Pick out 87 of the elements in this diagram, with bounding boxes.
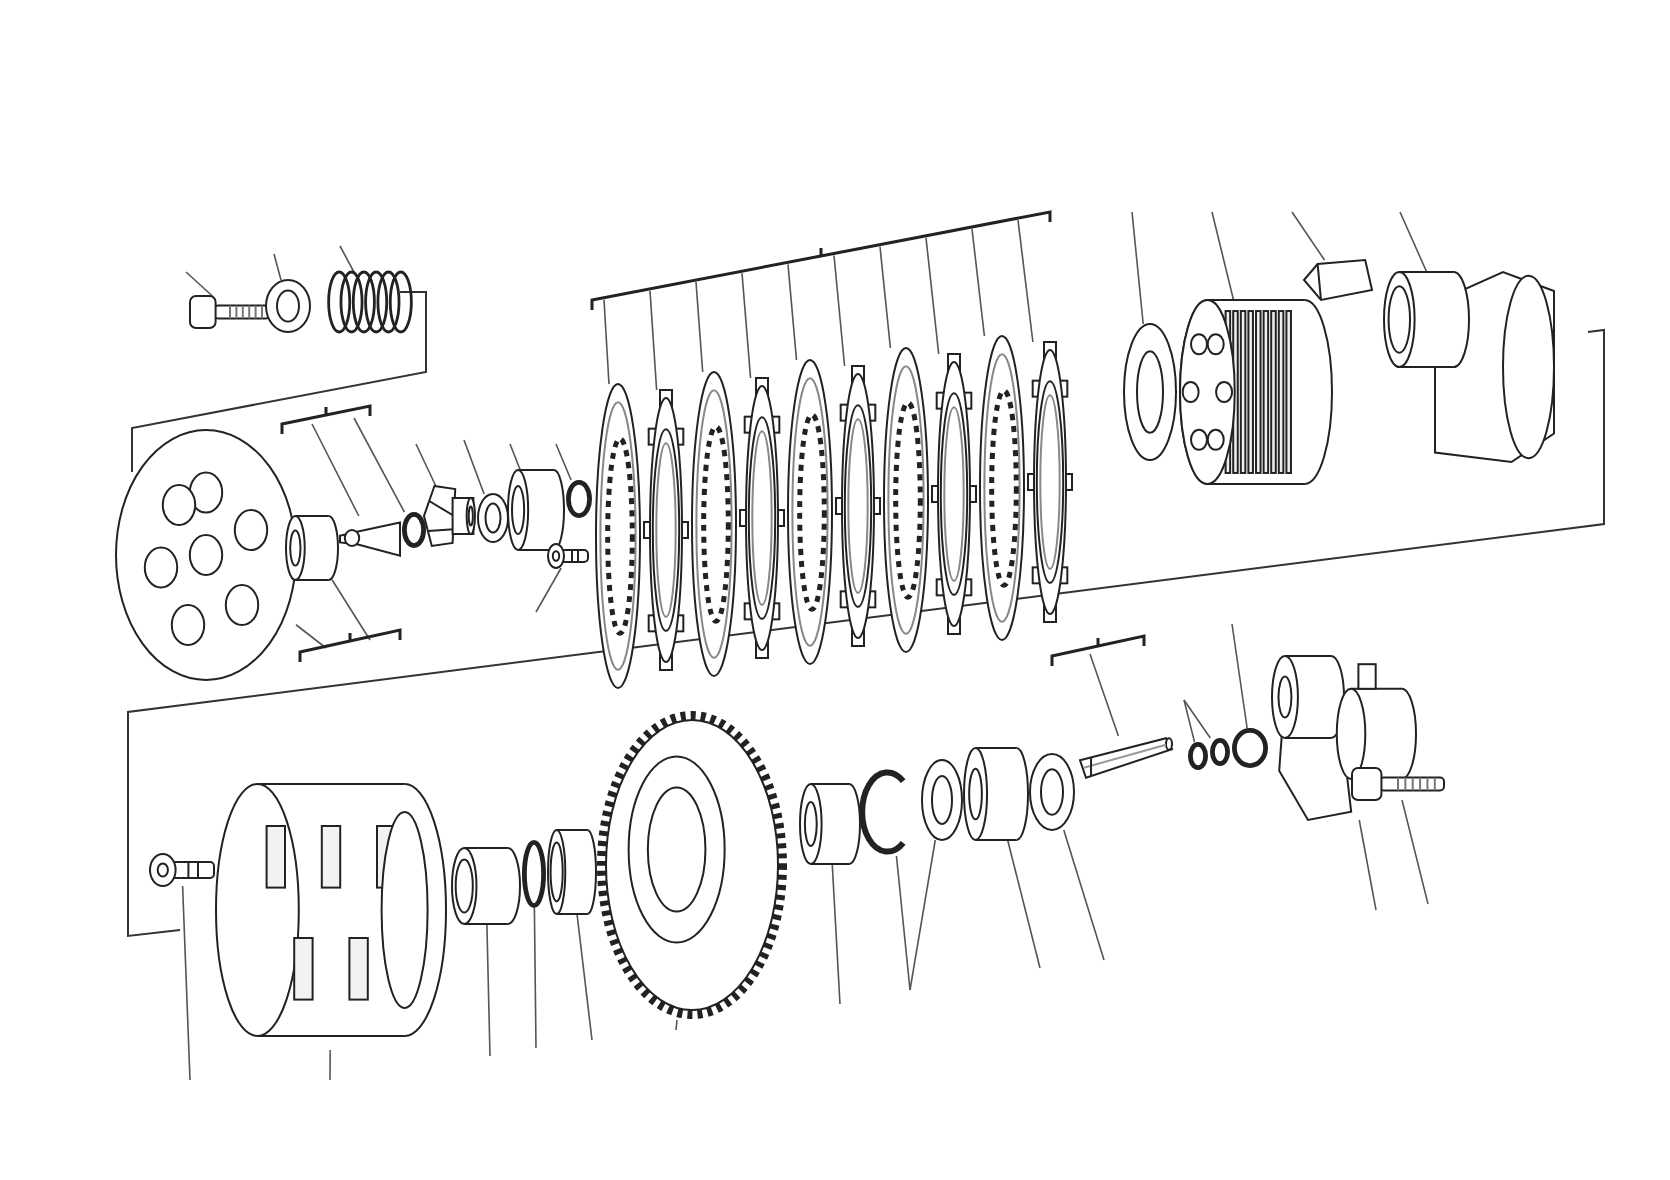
leader-line xyxy=(603,298,610,385)
bolt-drawing xyxy=(190,296,270,328)
bracket xyxy=(300,622,400,664)
friction-plate-drawing xyxy=(932,354,976,634)
leader-line xyxy=(535,567,562,613)
clutch-plate-drawing xyxy=(884,348,928,652)
o-ring-drawing xyxy=(402,512,426,548)
leader-line xyxy=(555,443,572,481)
pushrod-tip-drawing xyxy=(340,516,400,560)
leader-line xyxy=(509,443,522,471)
leader-line xyxy=(675,1019,678,1031)
washer-drawing xyxy=(266,280,310,332)
leader-line xyxy=(1399,211,1428,273)
o-ring-drawing xyxy=(566,480,592,518)
bolt-drawing xyxy=(1352,768,1444,800)
pin-drawing xyxy=(150,854,214,886)
leader-line xyxy=(1358,819,1377,911)
rubber-block-drawing xyxy=(1304,260,1372,300)
leader-line xyxy=(576,913,593,1041)
leader-line xyxy=(649,290,658,391)
o-ring-drawing xyxy=(1232,728,1268,768)
leader-line xyxy=(787,263,798,361)
clutch-plate-drawing xyxy=(692,372,736,676)
washer-drawing xyxy=(922,760,962,840)
gear-drawing xyxy=(596,710,788,1020)
bushing-drawing xyxy=(548,830,596,914)
leader-line xyxy=(331,579,371,641)
leader-line xyxy=(353,417,406,513)
pin-drawing xyxy=(548,544,588,568)
leader-line xyxy=(879,245,892,349)
bracket xyxy=(592,204,1050,312)
leader-line xyxy=(533,907,537,1049)
leader-line xyxy=(1211,211,1235,301)
pressure-plate-drawing xyxy=(116,430,296,680)
leader-line xyxy=(339,245,355,273)
leader-line xyxy=(741,272,752,379)
clutch-plate-drawing xyxy=(596,384,640,688)
leader-line xyxy=(909,839,937,991)
leader-line xyxy=(831,863,841,1005)
leader-line xyxy=(185,271,214,297)
o-ring-drawing xyxy=(522,840,546,908)
leader-line xyxy=(1183,699,1212,739)
leader-line xyxy=(895,855,911,991)
bearing-drawing xyxy=(964,748,1028,840)
leader-line xyxy=(415,443,437,487)
slave-cylinder-drawing xyxy=(1272,656,1416,820)
leader-line xyxy=(273,253,282,281)
o-ring-drawing xyxy=(1188,742,1208,770)
leader-line xyxy=(1231,623,1248,729)
leader-line xyxy=(181,885,191,1081)
shaft-drawing xyxy=(1080,736,1172,780)
leader-line xyxy=(695,281,704,373)
leader-line xyxy=(311,423,360,517)
leader-line xyxy=(329,1049,331,1081)
bearing-drawing xyxy=(286,516,338,580)
washer-drawing xyxy=(1124,324,1176,460)
leader-line xyxy=(1291,211,1326,261)
leader-line xyxy=(486,923,491,1057)
friction-plate-drawing xyxy=(1028,342,1072,622)
leader-line xyxy=(295,623,327,649)
washer-drawing xyxy=(1030,754,1074,830)
leader-line xyxy=(1401,799,1429,905)
leader-line xyxy=(1006,839,1041,969)
leader-line xyxy=(1131,211,1144,325)
o-ring-drawing xyxy=(1210,738,1230,766)
nut-drawing xyxy=(424,486,476,546)
leader-line xyxy=(1183,699,1196,743)
leader-line xyxy=(833,254,846,367)
drive-hub-drawing xyxy=(1384,272,1554,462)
bushing-drawing xyxy=(452,848,520,924)
bracket xyxy=(282,398,370,436)
friction-plate-drawing xyxy=(740,378,784,658)
washer-drawing xyxy=(478,494,508,542)
leader-line xyxy=(971,228,986,337)
clutch-plate-drawing xyxy=(980,336,1024,640)
friction-plate-drawing xyxy=(836,366,880,646)
spring-drawing xyxy=(326,272,414,332)
leader-line xyxy=(1062,829,1105,961)
thrust-cup-drawing xyxy=(508,470,564,550)
leader-line xyxy=(1017,219,1034,343)
leader-line xyxy=(463,439,485,495)
leader-line xyxy=(1089,653,1120,737)
clutch-plate-drawing xyxy=(788,360,832,664)
bearing-drawing xyxy=(800,784,860,864)
bracket xyxy=(1052,628,1144,668)
friction-plate-drawing xyxy=(644,390,688,670)
clutch-hub-drawing xyxy=(1180,300,1332,484)
